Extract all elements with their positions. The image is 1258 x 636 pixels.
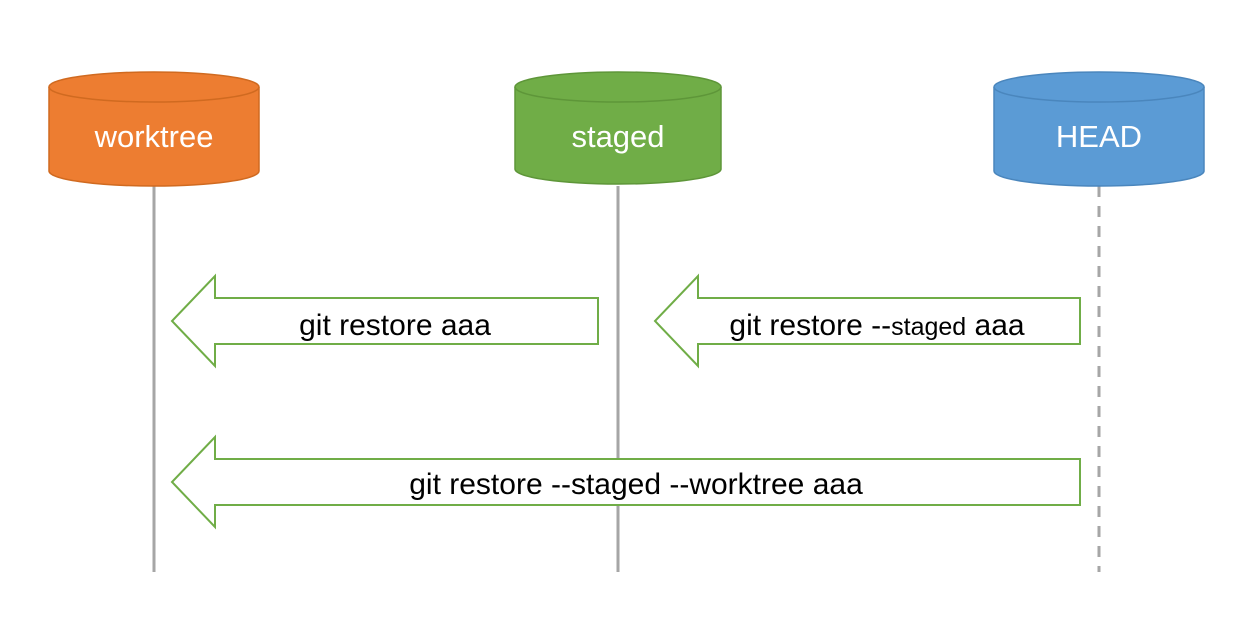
restore-staged-arrow-label: git restore --staged aaa	[729, 309, 1024, 342]
staged-label: staged	[571, 119, 664, 154]
head-cylinder: HEAD	[993, 71, 1205, 187]
worktree-cylinder: worktree	[48, 71, 260, 187]
restore-arrow-label: git restore aaa	[299, 309, 491, 342]
restore-arrow: git restore aaa	[170, 273, 599, 369]
restore-staged-worktree-arrow: git restore --staged --worktree aaa	[170, 434, 1081, 530]
restore-staged-worktree-arrow-label: git restore --staged --worktree aaa	[409, 468, 863, 501]
staged-cylinder: staged	[514, 71, 722, 185]
head-label: HEAD	[1056, 119, 1142, 154]
worktree-label: worktree	[94, 119, 214, 154]
restore-staged-arrow: git restore --staged aaa	[653, 273, 1081, 369]
